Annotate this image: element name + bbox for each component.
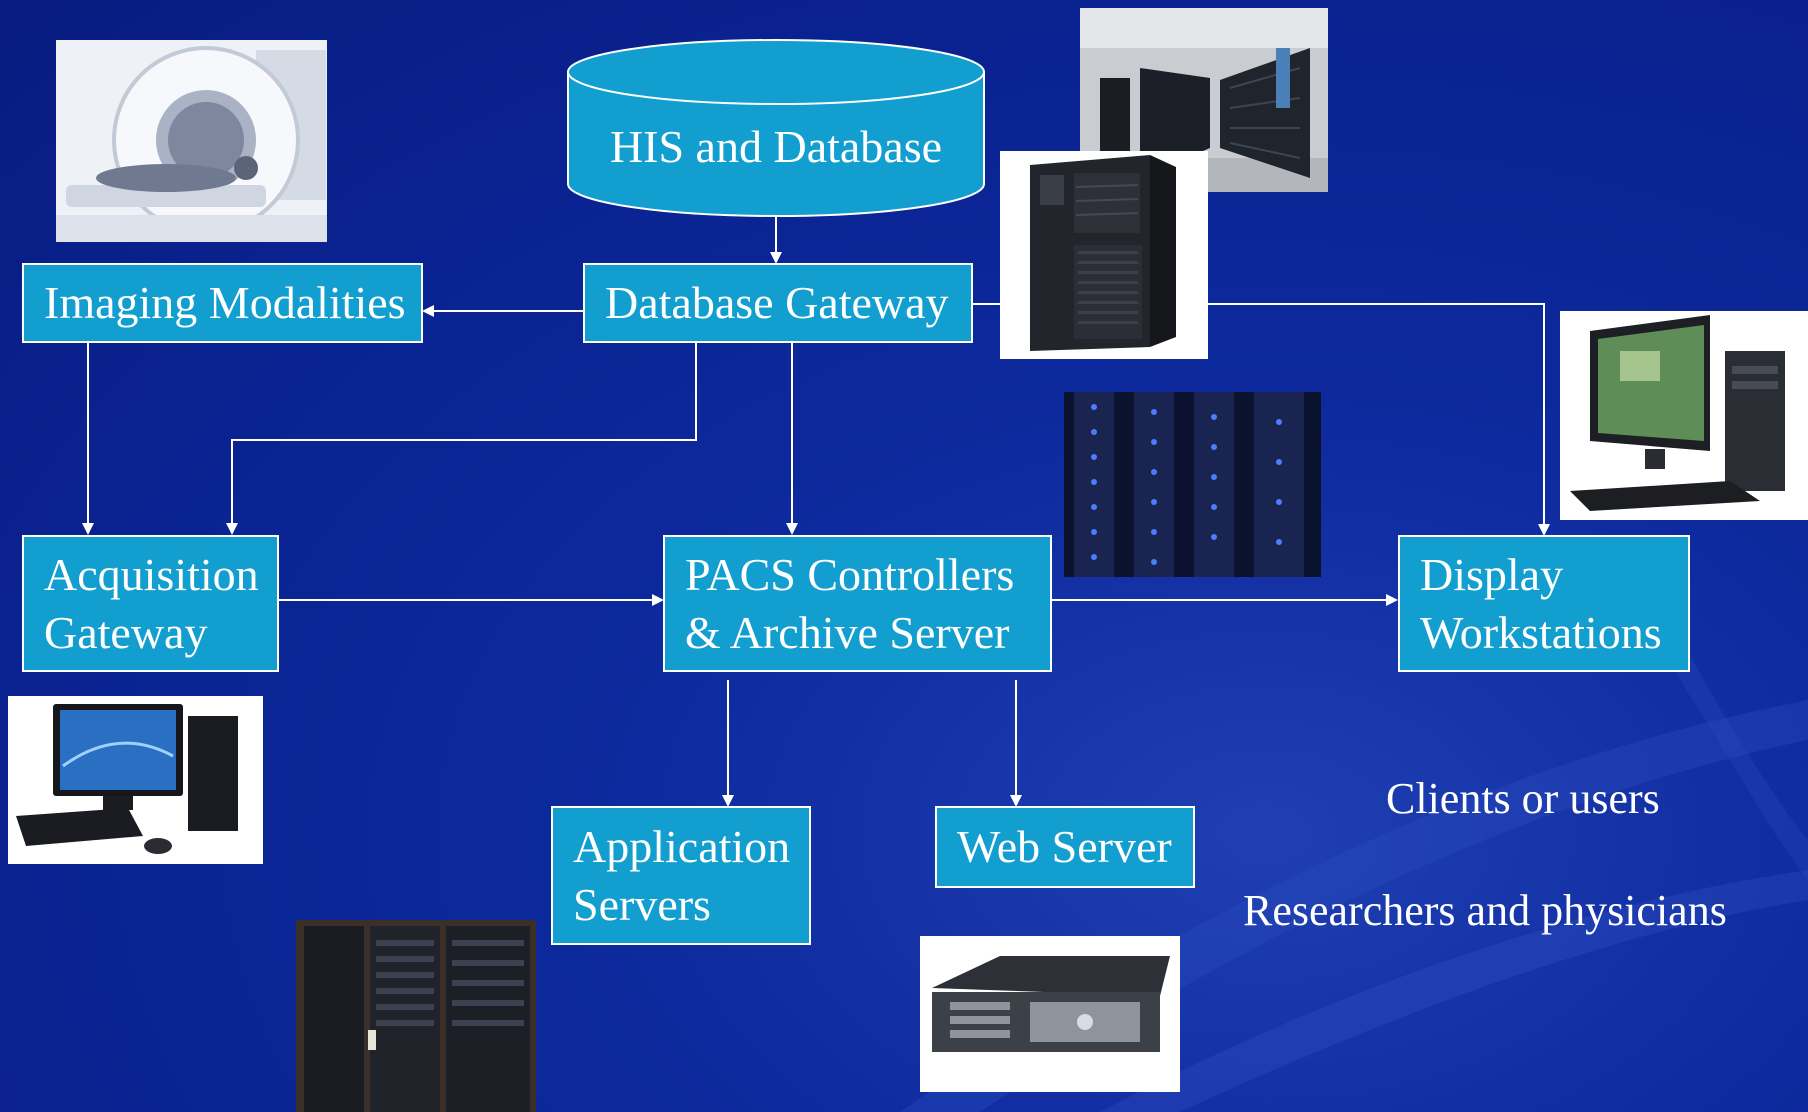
acquisition-gateway-node: Acquisition Gateway (22, 535, 279, 672)
display-workstations-label-line2: Workstations (1420, 606, 1662, 658)
pacs-controllers-label-line1: PACS Controllers (685, 548, 1015, 600)
pacs-controllers-label-line2: & Archive Server (685, 606, 1010, 658)
ct-scanner-photo (56, 40, 327, 242)
display-workstations-label-line1: Display (1420, 548, 1564, 600)
application-servers-node: Application Servers (551, 806, 811, 945)
server-rack-cabinet-photo (296, 920, 536, 1112)
database-gateway-label: Database Gateway (605, 277, 949, 328)
application-servers-label-line2: Servers (573, 878, 711, 930)
arrow-gateway-to-acquisition (226, 342, 697, 535)
pacs-controllers-node: PACS Controllers & Archive Server (663, 535, 1052, 672)
database-cylinder-icon (567, 39, 985, 217)
his-database-node: HIS and Database (566, 38, 986, 218)
web-server-node: Web Server (935, 806, 1195, 888)
blue-server-rack-photo (1064, 392, 1321, 577)
database-gateway-node: Database Gateway (583, 263, 973, 343)
display-workstations-node: Display Workstations (1398, 535, 1690, 672)
rack-server-photo (920, 936, 1180, 1092)
clients-annotation: Clients or users (1386, 774, 1660, 823)
researchers-annotation: Researchers and physicians (1243, 886, 1727, 935)
application-servers-label-line1: Application (573, 820, 791, 872)
desktop-workstation-photo (1560, 311, 1808, 520)
his-database-label: HIS and Database (609, 121, 943, 172)
ibm-tower-server-photo (1000, 151, 1208, 359)
acquisition-gateway-label-line2: Gateway (44, 606, 208, 658)
imaging-modalities-label: Imaging Modalities (44, 277, 406, 328)
acquisition-gateway-label-line1: Acquisition (44, 548, 259, 600)
imaging-modalities-node: Imaging Modalities (22, 263, 423, 343)
web-server-label: Web Server (957, 821, 1172, 872)
desktop-pc-photo (8, 696, 263, 864)
